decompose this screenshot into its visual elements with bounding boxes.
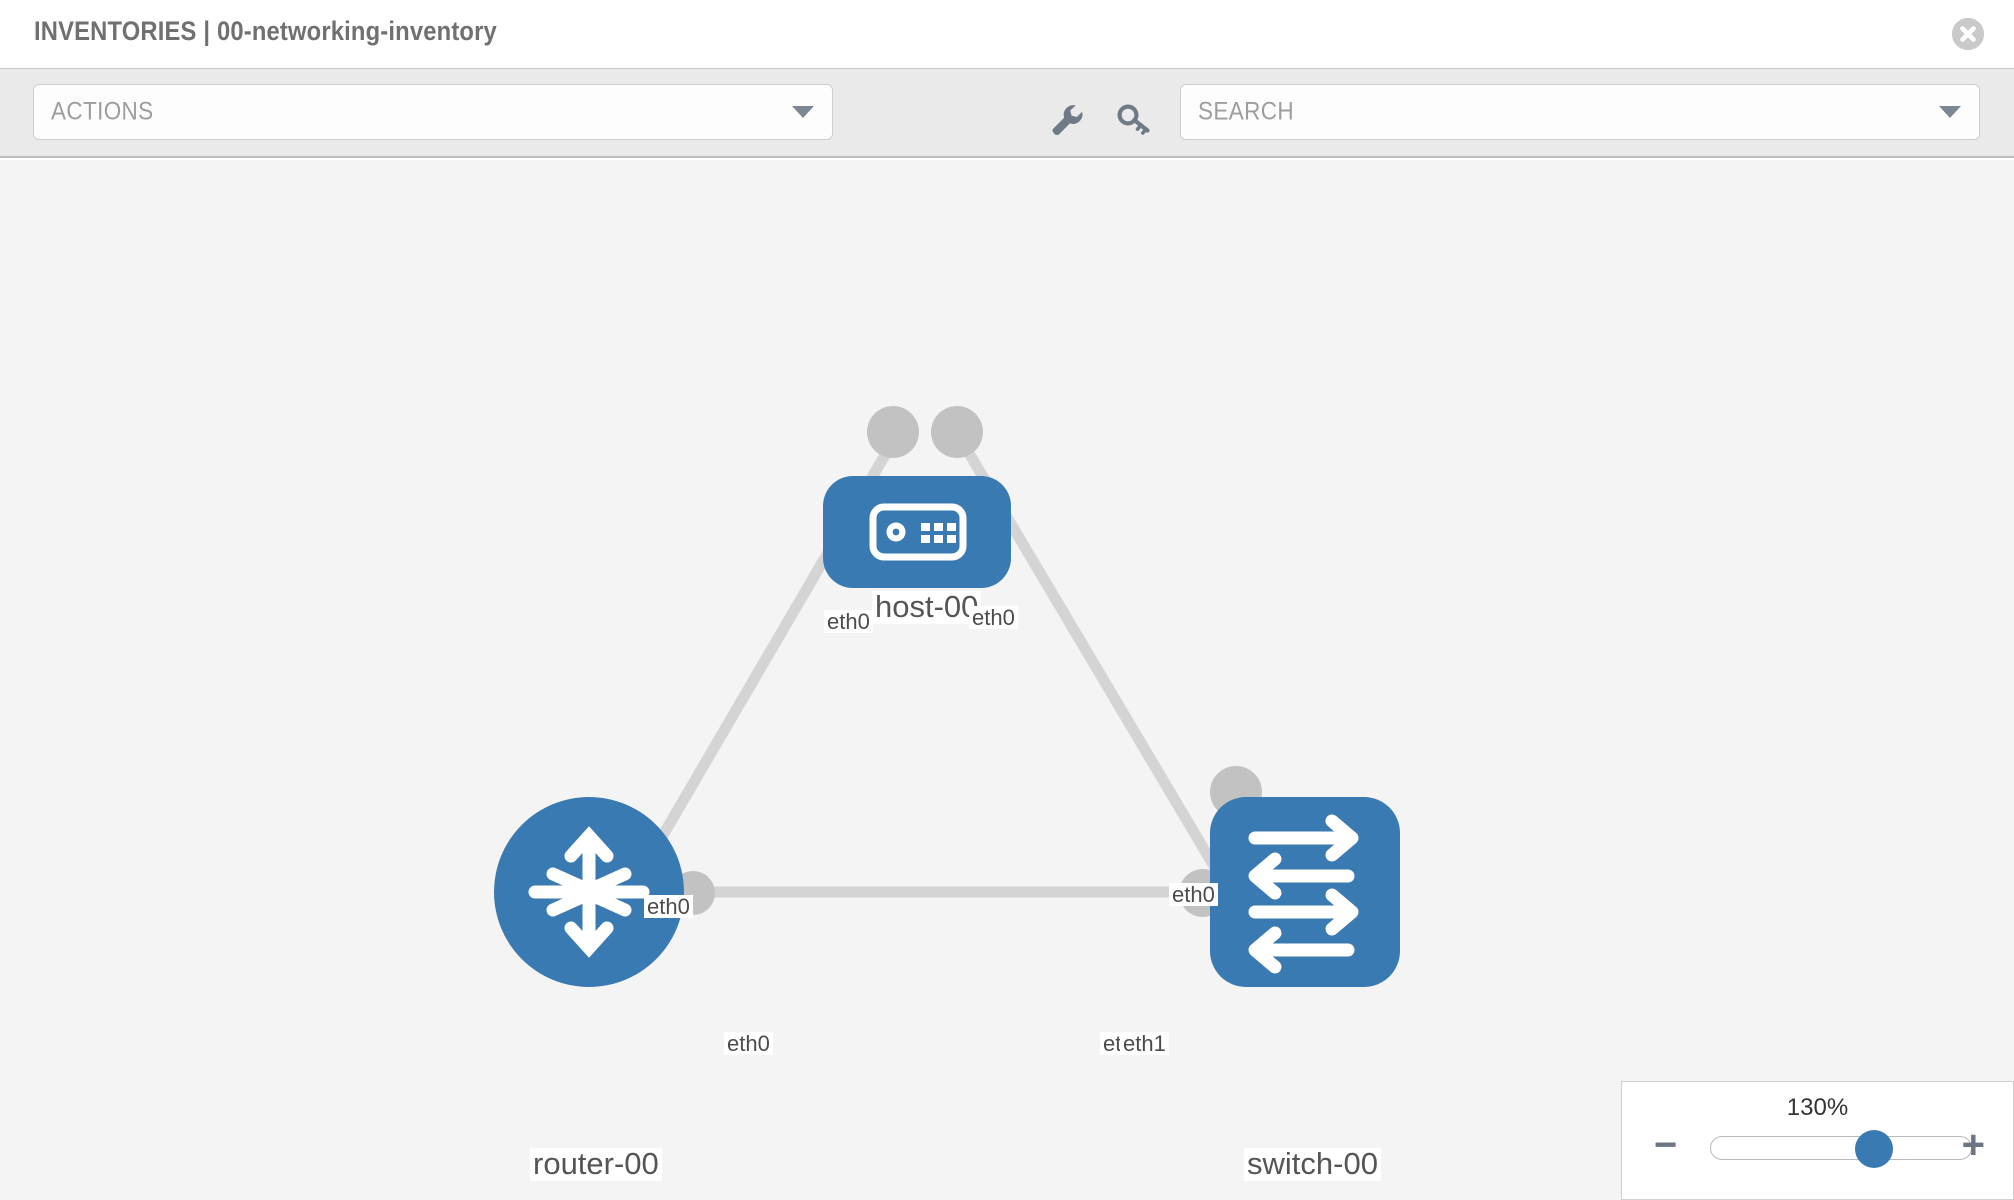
- actions-placeholder: ACTIONS: [51, 97, 154, 126]
- if-label-router-up: eth0: [644, 895, 693, 918]
- chevron-down-icon: [1939, 106, 1961, 118]
- actions-dropdown[interactable]: ACTIONS: [33, 84, 833, 140]
- if-label-host-right: eth0: [969, 606, 1018, 629]
- zoom-slider[interactable]: [1710, 1130, 1972, 1168]
- close-icon: [1952, 18, 1984, 50]
- router-arrows-icon: [528, 826, 650, 958]
- node-label-router-00: router-00: [530, 1147, 662, 1181]
- node-router-00[interactable]: [494, 797, 684, 987]
- search-input[interactable]: SEARCH: [1180, 84, 1980, 140]
- zoom-out-button[interactable]: −: [1654, 1123, 1678, 1167]
- key-glyph: [1117, 104, 1150, 135]
- switch-arrows-icon: [1248, 814, 1359, 974]
- if-label-router-right: eth0: [724, 1032, 773, 1055]
- port-host-left[interactable]: [867, 406, 919, 458]
- chevron-down-icon: [792, 106, 814, 118]
- wrench-glyph: [1052, 105, 1083, 136]
- node-switch-00[interactable]: [1210, 797, 1400, 987]
- window-header: INVENTORIES | 00-networking-inventory: [0, 0, 2014, 68]
- breadcrumb: INVENTORIES | 00-networking-inventory: [34, 16, 497, 46]
- if-label-switch-up: eth0: [1169, 883, 1218, 906]
- topology-canvas[interactable]: host-00 router-00 switch-00 eth0 eth0 et…: [0, 160, 2014, 1200]
- node-label-host-00: host-00: [872, 590, 982, 624]
- wrench-icon[interactable]: [1046, 99, 1086, 139]
- toolbar: ACTIONS SEARCH: [0, 68, 2014, 158]
- if-label-switch-left: eth1: [1120, 1032, 1169, 1055]
- if-label-host-left: eth0: [824, 610, 873, 633]
- node-label-switch-00: switch-00: [1244, 1147, 1381, 1181]
- key-icon[interactable]: [1114, 99, 1154, 139]
- zoom-level-label: 130%: [1786, 1094, 1849, 1121]
- search-placeholder: SEARCH: [1198, 97, 1294, 126]
- close-button[interactable]: [1952, 18, 1984, 50]
- port-host-right[interactable]: [931, 406, 983, 458]
- server-icon: [869, 503, 967, 561]
- node-host-00[interactable]: [823, 476, 1011, 588]
- zoom-in-button[interactable]: +: [1961, 1123, 1985, 1167]
- zoom-panel: 130% − +: [1621, 1081, 2014, 1200]
- zoom-slider-thumb[interactable]: [1855, 1130, 1893, 1168]
- topology-graph: [494, 406, 1400, 987]
